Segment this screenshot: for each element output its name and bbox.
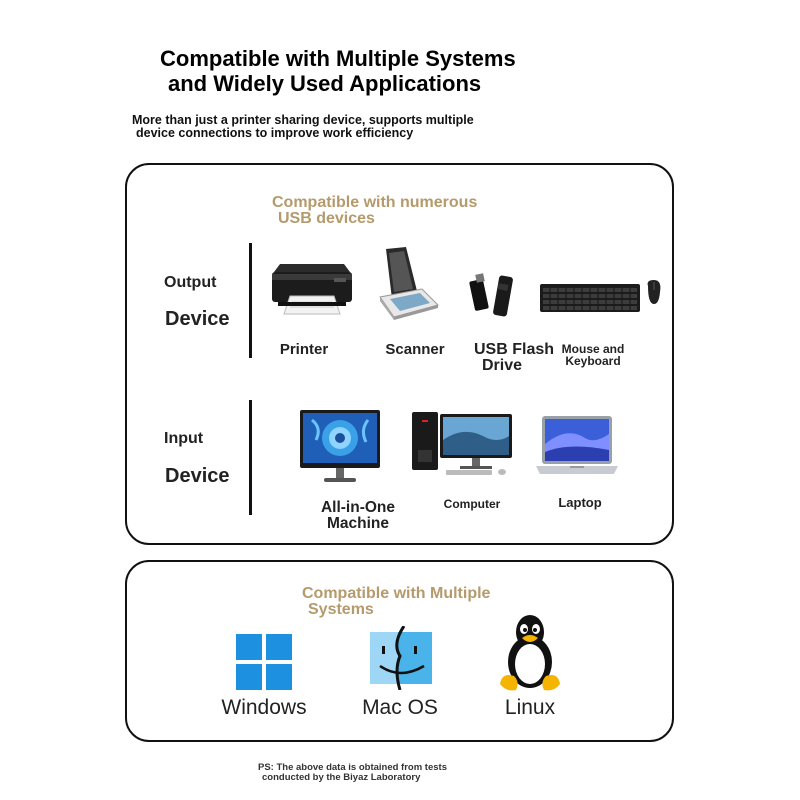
usb-flash-drive-label: USB Flash Drive (474, 342, 569, 374)
keyboard-mouse-icon (540, 280, 664, 316)
usb-section-heading: Compatible with numerous USB devices (272, 195, 477, 227)
footnote: PS: The above data is obtained from test… (258, 763, 447, 783)
os-heading-line1: Compatible with Multiple (302, 585, 491, 602)
mac-finder-icon (370, 626, 432, 690)
all-in-one-label: All-in-One Machine (310, 500, 406, 532)
macos-label: Mac OS (362, 696, 438, 719)
laptop-icon (534, 414, 620, 478)
page-subtitle-line2: device connections to improve work effic… (136, 126, 414, 140)
scanner-label: Scanner (385, 341, 445, 358)
aio-label-line1: All-in-One (320, 499, 396, 516)
page-subtitle: More than just a printer sharing device,… (132, 114, 474, 140)
usb-heading-line2: USB devices (278, 210, 375, 227)
page-title-line1: Compatible with Multiple Systems (160, 46, 516, 71)
input-row-label-device: Device (165, 465, 230, 487)
footnote-line1: PS: The above data is obtained from test… (258, 762, 447, 773)
input-row-label: Input (164, 430, 204, 447)
usb-devices-panel (125, 163, 674, 545)
aio-label-line2: Machine (326, 515, 389, 532)
os-section-heading: Compatible with Multiple Systems (302, 586, 490, 618)
footnote-line2: conducted by the Biyaz Laboratory (262, 772, 421, 783)
laptop-label: Laptop (558, 495, 602, 510)
os-heading-line2: Systems (308, 601, 374, 618)
printer-icon (270, 258, 354, 320)
output-row-label: Output (164, 274, 217, 291)
output-row-label-device: Device (165, 308, 230, 330)
scanner-icon (376, 245, 442, 321)
keyboard-mouse-label: Mouse and Keyboard (548, 343, 638, 367)
linux-tux-icon (496, 612, 564, 692)
usb-label-line1: USB Flash (474, 341, 555, 358)
windows-label: Windows (221, 696, 307, 719)
all-in-one-icon (298, 410, 382, 484)
usb-label-line2: Drive (482, 357, 523, 374)
page-subtitle-line1: More than just a printer sharing device,… (132, 113, 474, 127)
page-title-line2: and Widely Used Applications (168, 71, 482, 96)
input-row-divider (249, 400, 252, 515)
computer-icon (410, 410, 514, 476)
computer-label: Computer (443, 497, 501, 511)
linux-label: Linux (504, 696, 556, 719)
output-row-divider (249, 243, 252, 358)
usb-flash-drive-icon (468, 270, 520, 322)
kb-label-line2: Keyboard (565, 354, 621, 368)
windows-logo-icon (236, 634, 292, 690)
printer-label: Printer (279, 341, 329, 358)
page-title: Compatible with Multiple Systems and Wid… (160, 46, 516, 96)
kb-label-line1: Mouse and (561, 342, 625, 356)
usb-heading-line1: Compatible with numerous (272, 194, 478, 211)
